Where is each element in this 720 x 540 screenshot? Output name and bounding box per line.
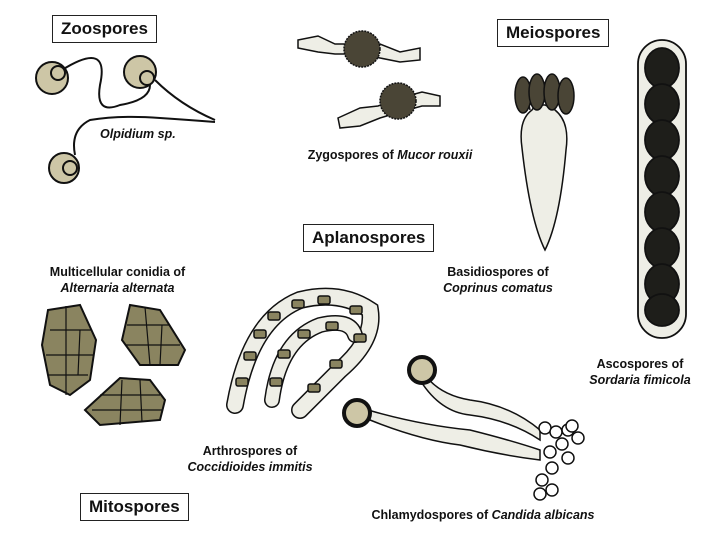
zoospores-heading: Zoospores (52, 15, 157, 43)
conidia-label: Multicellular conidia of Alternaria alte… (35, 264, 200, 296)
zygospore-prefix: Zygospores of (307, 148, 394, 162)
chlamydospore-prefix: Chlamydospores of (371, 508, 489, 522)
chlamydospore-label: Chlamydospores of Candida albicans (358, 507, 608, 523)
olpidium-label: Olpidium sp. (100, 126, 220, 142)
ascospore-prefix: Ascospores of (596, 357, 684, 371)
chlamydospore-illustration (342, 355, 585, 501)
zygospore-species: Mucor rouxii (397, 148, 473, 162)
arthrospore-prefix: Arthrospores of (202, 444, 298, 458)
arthrospore-illustration (226, 287, 380, 419)
zygospore-illustration (297, 30, 441, 129)
basidiospore-species: Coprinus comatus (443, 281, 553, 295)
ascospore-label: Ascospores of Sordaria fimicola (585, 356, 695, 388)
zygospore-label: Zygospores of Mucor rouxii (300, 147, 480, 163)
conidia-illustration (40, 303, 187, 427)
conidia-prefix: Multicellular conidia of (49, 265, 186, 279)
ascus-illustration (637, 39, 687, 339)
arthrospore-species: Coccidioides immitis (187, 460, 313, 474)
conidia-species: Alternaria alternata (60, 281, 175, 295)
arthrospore-label: Arthrospores of Coccidioides immitis (180, 443, 320, 475)
basidiospore-illustration (514, 73, 575, 252)
basidiospore-label: Basidiospores of Coprinus comatus (438, 264, 558, 296)
ascospore-species: Sordaria fimicola (589, 373, 691, 387)
basidiospore-prefix: Basidiospores of (447, 265, 549, 279)
meiospores-heading: Meiospores (497, 19, 610, 47)
olpidium-species: Olpidium sp. (100, 127, 176, 141)
mitospores-heading: Mitospores (80, 493, 189, 521)
aplanospores-heading: Aplanospores (303, 224, 435, 252)
zoospore-illustration (35, 55, 216, 184)
chlamydospore-species: Candida albicans (491, 508, 595, 522)
